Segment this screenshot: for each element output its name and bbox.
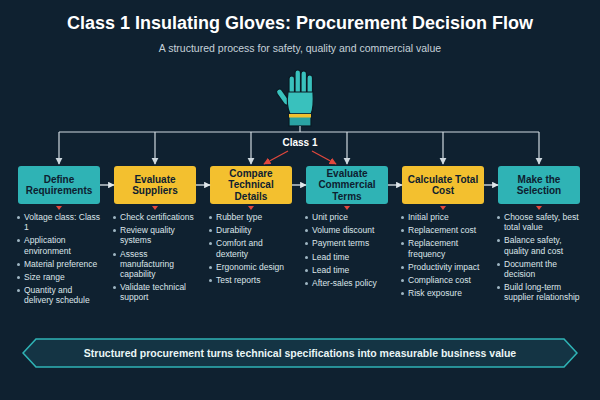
bullet-item: Assess manufacturing capability xyxy=(112,249,198,280)
flow-arrow xyxy=(196,184,210,185)
bullet-column: Voltage class: Class 1 Application enviro… xyxy=(16,212,102,309)
class-label: Class 1 xyxy=(260,137,340,148)
marker-triangle xyxy=(440,206,446,210)
bullet-column: Choose safety, best total valueBalance s… xyxy=(496,212,582,306)
node-text: Make the Selection xyxy=(502,174,576,197)
bullet-item: Comfort and dexterity xyxy=(208,238,294,258)
bullet-item: Durability xyxy=(208,225,294,235)
bullet-item: Voltage class: Class 1 xyxy=(16,212,102,232)
red-arrow xyxy=(264,151,288,164)
bullet-item: Ergonomic design xyxy=(208,262,294,272)
marker-triangle xyxy=(152,206,158,210)
marker-triangle xyxy=(248,206,254,210)
glove-icon xyxy=(275,70,313,126)
bullet-column: Initial priceReplacement costReplacement… xyxy=(400,212,486,301)
bullet-column: Rubber typeDurabilityComfort and dexteri… xyxy=(208,212,294,288)
bullet-item: Document the decision xyxy=(496,259,582,279)
process-box: Evaluate Commercial Terms xyxy=(306,166,388,204)
bracket-drop xyxy=(442,132,443,164)
bullet-item: Risk exposure xyxy=(400,288,486,298)
marker-triangle xyxy=(344,206,350,210)
bullet-item: Check certifications xyxy=(112,212,198,222)
glove-cuff xyxy=(289,114,311,126)
bullet-item: Initial price xyxy=(400,212,486,222)
bracket-stem xyxy=(299,126,300,132)
process-box: Compare Technical Details xyxy=(210,166,292,204)
marker-triangle xyxy=(536,206,542,210)
glove-palm xyxy=(287,92,313,114)
bullet-item: Balance safety, quality and cost xyxy=(496,235,582,255)
red-pointers xyxy=(264,151,336,164)
bracket-drop xyxy=(154,132,155,164)
bullet-item: Payment terms xyxy=(304,238,390,248)
bullet-item: Material preference xyxy=(16,259,102,269)
bullet-item: Volume discount xyxy=(304,225,390,235)
summary-banner: Structured procurement turns technical s… xyxy=(22,338,578,368)
flow-arrow xyxy=(100,184,114,185)
bracket-drop xyxy=(346,132,347,164)
glove-stripe xyxy=(289,114,311,118)
flow-arrow xyxy=(388,184,402,185)
bullet-item: Productivity impact xyxy=(400,262,486,272)
bracket-drop xyxy=(538,132,539,164)
process-box: Calculate Total Cost xyxy=(402,166,484,204)
bullet-item: Compliance cost xyxy=(400,275,486,285)
bullet-item: Lead time xyxy=(304,265,390,275)
node-text: Define Requirements xyxy=(22,174,96,197)
bullet-item: Choose safety, best total value xyxy=(496,212,582,232)
bullet-item: Quantity and delivery schedule xyxy=(16,285,102,305)
node-text: Structured procurement turns technical s… xyxy=(68,347,532,359)
node-text: Evaluate Commercial Terms xyxy=(310,168,384,203)
box-markers xyxy=(56,206,542,210)
process-box: Evaluate Suppliers xyxy=(114,166,196,204)
diagram-title: Class 1 Insulating Gloves: Procurement D… xyxy=(0,13,600,34)
bullet-item: Test reports xyxy=(208,275,294,285)
bullet-item: Review quality systems xyxy=(112,225,198,245)
node-text: Compare Technical Details xyxy=(214,168,288,203)
process-box: Make the Selection xyxy=(498,166,580,204)
bullet-item: Rubber type xyxy=(208,212,294,222)
bullet-item: Build long-term supplier relationship xyxy=(496,282,582,302)
banner-shape xyxy=(23,339,577,367)
bullet-item: Replacement cost xyxy=(400,225,486,235)
bullet-column: Unit priceVolume discountPayment termsLe… xyxy=(304,212,390,291)
flow-arrow xyxy=(484,184,498,185)
node-text: Calculate Total Cost xyxy=(406,174,480,197)
subtitle-text: A structured process for safety, quality… xyxy=(0,42,600,54)
red-arrow xyxy=(312,151,336,164)
bracket-lines xyxy=(59,126,539,164)
bullet-item: Application environment xyxy=(16,235,102,255)
bullet-item: Lead time xyxy=(304,252,390,262)
node-text: Evaluate Suppliers xyxy=(118,174,192,197)
bullet-column: Check certificationsReview quality syste… xyxy=(112,212,198,306)
bracket-drop xyxy=(250,132,251,164)
bullet-item: Unit price xyxy=(304,212,390,222)
bracket-bar xyxy=(59,131,539,132)
process-box: Define Requirements xyxy=(18,166,100,204)
bullet-item: After-sales policy xyxy=(304,278,390,288)
flow-arrow xyxy=(292,184,306,185)
bullet-item: Replacement frequency xyxy=(400,238,486,258)
bullet-item: Validate technical support xyxy=(112,282,198,302)
bullet-item: Size range xyxy=(16,272,102,282)
marker-triangle xyxy=(56,206,62,210)
bracket-drop xyxy=(58,132,59,164)
